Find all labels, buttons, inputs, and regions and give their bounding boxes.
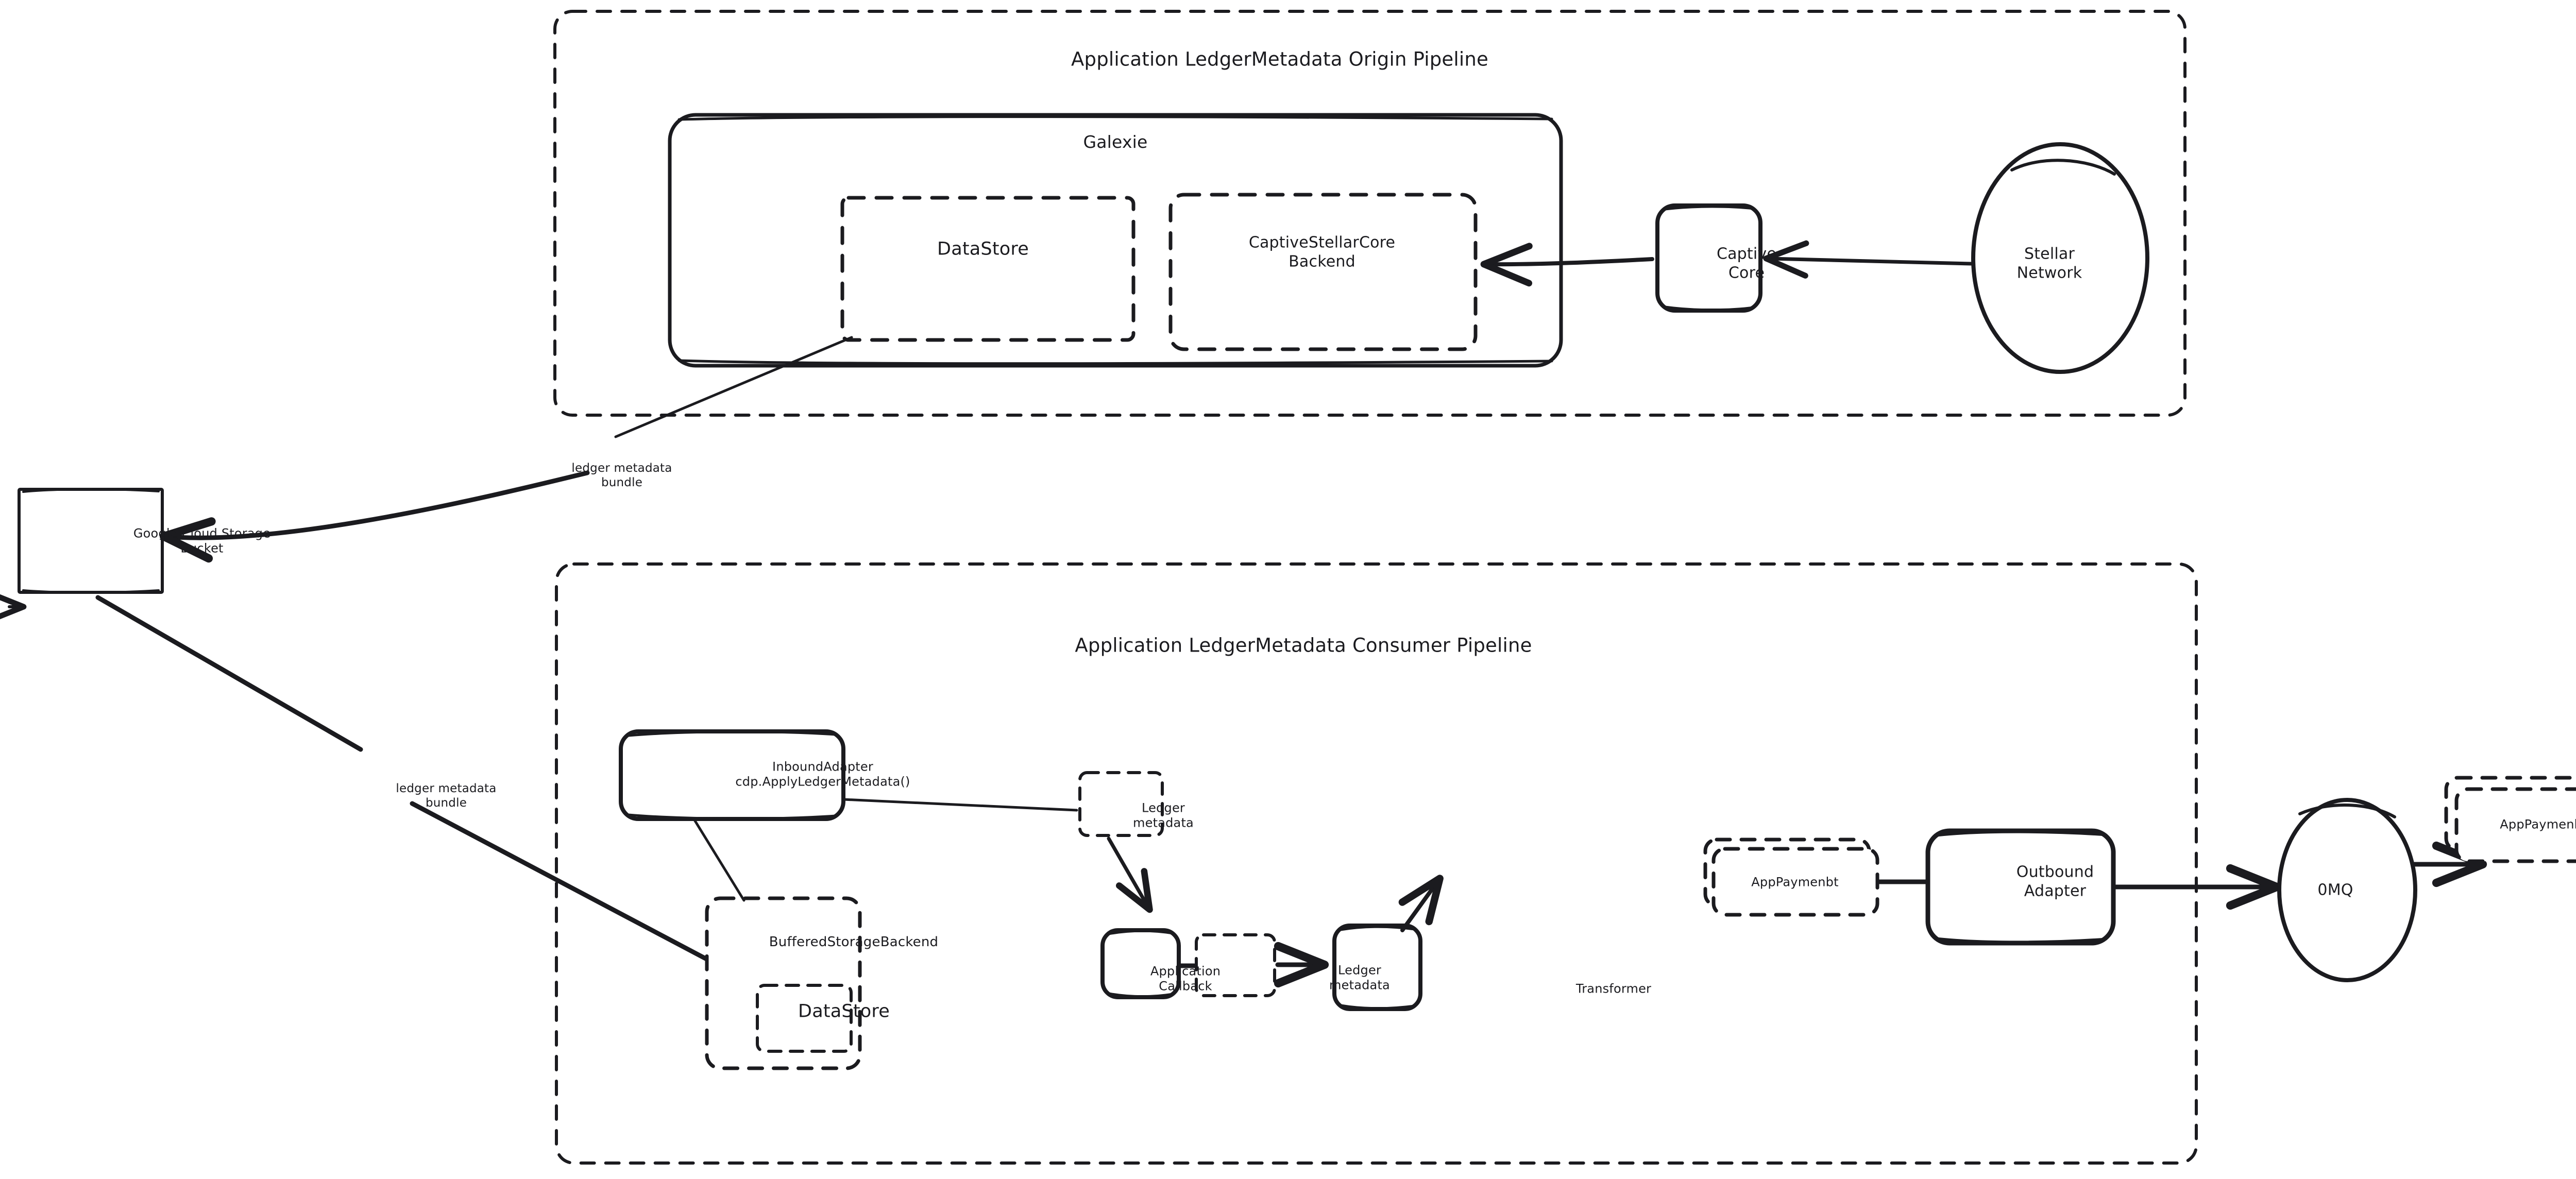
- ledger-metadata-1-shape: [1078, 771, 1164, 837]
- stellar-network-shape: [1971, 142, 2149, 374]
- captive-core-shape: [1655, 203, 1762, 313]
- edge-inbound-to-buffered: [693, 818, 745, 902]
- inbound-adapter-shape: [619, 729, 845, 821]
- origin-pipeline-frame: [553, 10, 2187, 417]
- app-payment-2-shape: [2444, 776, 2576, 863]
- edge-inbound-to-ledgermeta1: [842, 798, 1078, 812]
- ledger-metadata-2-shape: [1195, 933, 1276, 997]
- edge-transformer-to-apppayment1: [1398, 875, 1444, 932]
- application-callback-shape: [1100, 928, 1181, 999]
- edge-captive-to-backend: [1480, 243, 1654, 287]
- edge-stellar-to-captive: [1763, 240, 1973, 279]
- consumer-pipeline-frame: [555, 562, 2198, 1165]
- app-payment-1-shape: [1703, 838, 1879, 917]
- datastore-consumer-shape: [756, 984, 853, 1053]
- outbound-adapter-shape: [1925, 828, 2116, 946]
- captive-backend-shape: [1168, 193, 1478, 351]
- edge-datastore-to-gcs: [159, 336, 853, 563]
- datastore-origin-shape: [840, 196, 1136, 342]
- transformer-shape: [1332, 924, 1422, 1011]
- zeromq-shape: [2277, 798, 2417, 982]
- gcs-bucket-shape: [18, 488, 164, 594]
- edge-ledgermeta1-to-callback: [1107, 836, 1153, 913]
